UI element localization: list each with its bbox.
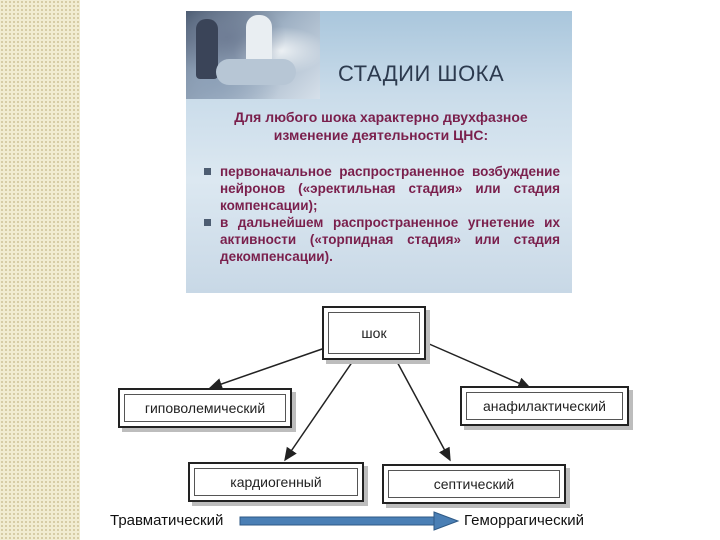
arrow-to-hypovolemic — [208, 347, 326, 390]
slide-intro: Для любого шока характерно двухфазное из… — [234, 109, 528, 143]
node-shock: шок — [322, 306, 426, 360]
hemorrhagic-label: Геморрагический — [464, 512, 584, 529]
node-hypovolemic: гиповолемический — [118, 388, 292, 428]
arrow-to-septic — [394, 357, 451, 462]
node-cardiogenic: кардиогенный — [188, 462, 364, 502]
node-septic: септический — [382, 464, 566, 504]
node-label: шок — [328, 312, 420, 354]
right-arrow-icon — [239, 511, 460, 531]
list-item: первоначальное распространенное возбужде… — [204, 163, 560, 214]
square-bullet-icon — [204, 168, 211, 175]
slide-bullet-list: первоначальное распространенное возбужде… — [204, 163, 560, 265]
node-label: кардиогенный — [194, 468, 358, 496]
node-label: септический — [388, 470, 560, 498]
traumatic-label: Травматический — [110, 512, 224, 529]
node-label: гиповолемический — [124, 394, 286, 422]
decorative-side-strip — [0, 0, 80, 540]
slide-image: СТАДИИ ШОКА Для любого шока характерно д… — [186, 11, 572, 293]
bullet-text: первоначальное распространенное возбужде… — [220, 164, 560, 213]
diagram-arrows — [208, 339, 532, 462]
slide-title: СТАДИИ ШОКА — [338, 61, 505, 86]
list-item: в дальнейшем распространенное угнетение … — [204, 214, 560, 265]
node-label: анафилактический — [466, 392, 623, 420]
shock-types-diagram: шок гиповолемический анафилактический ка… — [110, 300, 630, 510]
square-bullet-icon — [204, 219, 211, 226]
bullet-text: в дальнейшем распространенное угнетение … — [220, 215, 560, 264]
arrow-to-cardiogenic — [284, 357, 356, 462]
medical-team-photo — [186, 11, 320, 99]
node-anaphylactic: анафилактический — [460, 386, 629, 426]
arrow-to-anaphylactic — [419, 339, 532, 389]
